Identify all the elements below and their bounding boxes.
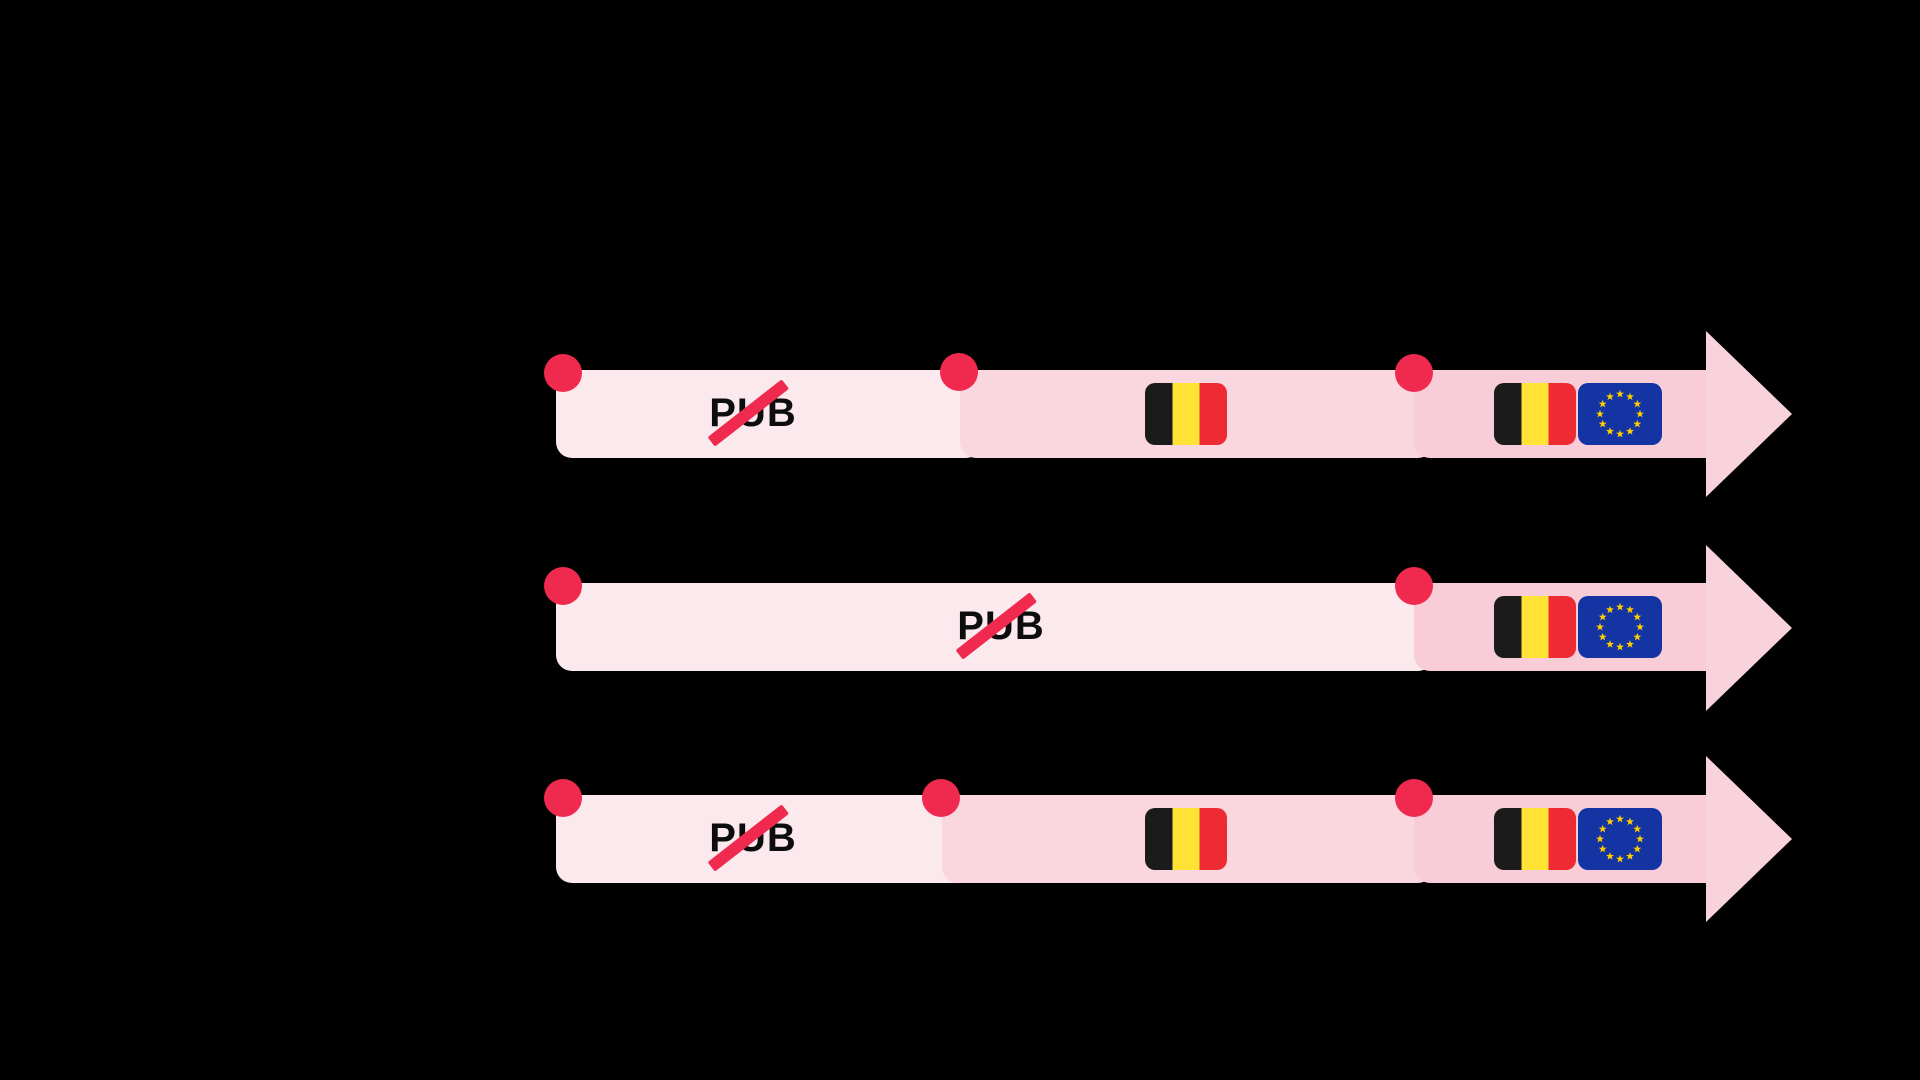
arrowhead-icon (1706, 756, 1792, 922)
segment-no-ads (556, 795, 982, 883)
milestone-dot-icon (922, 779, 960, 817)
segment-no-ads (556, 370, 982, 458)
belgium-flag-icon (1145, 383, 1227, 445)
belgium-flag-icon (1494, 383, 1576, 445)
milestone-dot-icon (940, 353, 978, 391)
pub-label-struck: PUB (941, 592, 1061, 660)
pub-label-struck: PUB (693, 379, 813, 447)
belgium-flag-icon (1494, 808, 1576, 870)
arrowhead-icon (1706, 545, 1792, 711)
arrowhead-icon (1706, 331, 1792, 497)
eu-flag-icon (1578, 383, 1662, 445)
milestone-dot-icon (544, 779, 582, 817)
milestone-dot-icon (1395, 567, 1433, 605)
pub-label-struck: PUB (693, 804, 813, 872)
belgium-flag-icon (1494, 596, 1576, 658)
belgium-flag-icon (1145, 808, 1227, 870)
eu-flag-icon (1578, 596, 1662, 658)
milestone-dot-icon (1395, 779, 1433, 817)
milestone-dot-icon (544, 567, 582, 605)
eu-flag-icon (1578, 808, 1662, 870)
milestone-dot-icon (544, 354, 582, 392)
milestone-dot-icon (1395, 354, 1433, 392)
